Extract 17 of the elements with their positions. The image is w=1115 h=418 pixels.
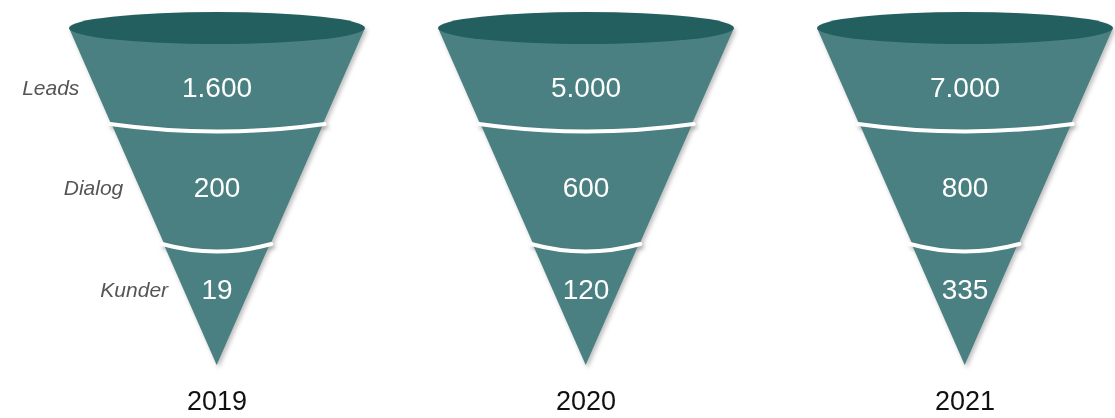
year-label: 2020 bbox=[555, 386, 617, 416]
value-label: 120 bbox=[562, 273, 610, 307]
value-label: 335 bbox=[941, 273, 989, 307]
value-label: 200 bbox=[193, 171, 241, 205]
stage-label: Leads bbox=[22, 75, 80, 101]
stage-label: Kunder bbox=[100, 277, 169, 303]
value-label: 800 bbox=[941, 171, 989, 205]
year-label: 2019 bbox=[186, 386, 248, 416]
value-label: 7.000 bbox=[929, 71, 1001, 105]
stage-label: Dialog bbox=[63, 175, 124, 201]
funnel-segment bbox=[438, 12, 734, 132]
value-label: 600 bbox=[562, 171, 610, 205]
value-label: 19 bbox=[201, 273, 233, 307]
value-label: 1.600 bbox=[181, 71, 253, 105]
value-label: 5.000 bbox=[550, 71, 622, 105]
year-label: 2021 bbox=[934, 386, 996, 416]
funnel-segment bbox=[817, 12, 1113, 132]
